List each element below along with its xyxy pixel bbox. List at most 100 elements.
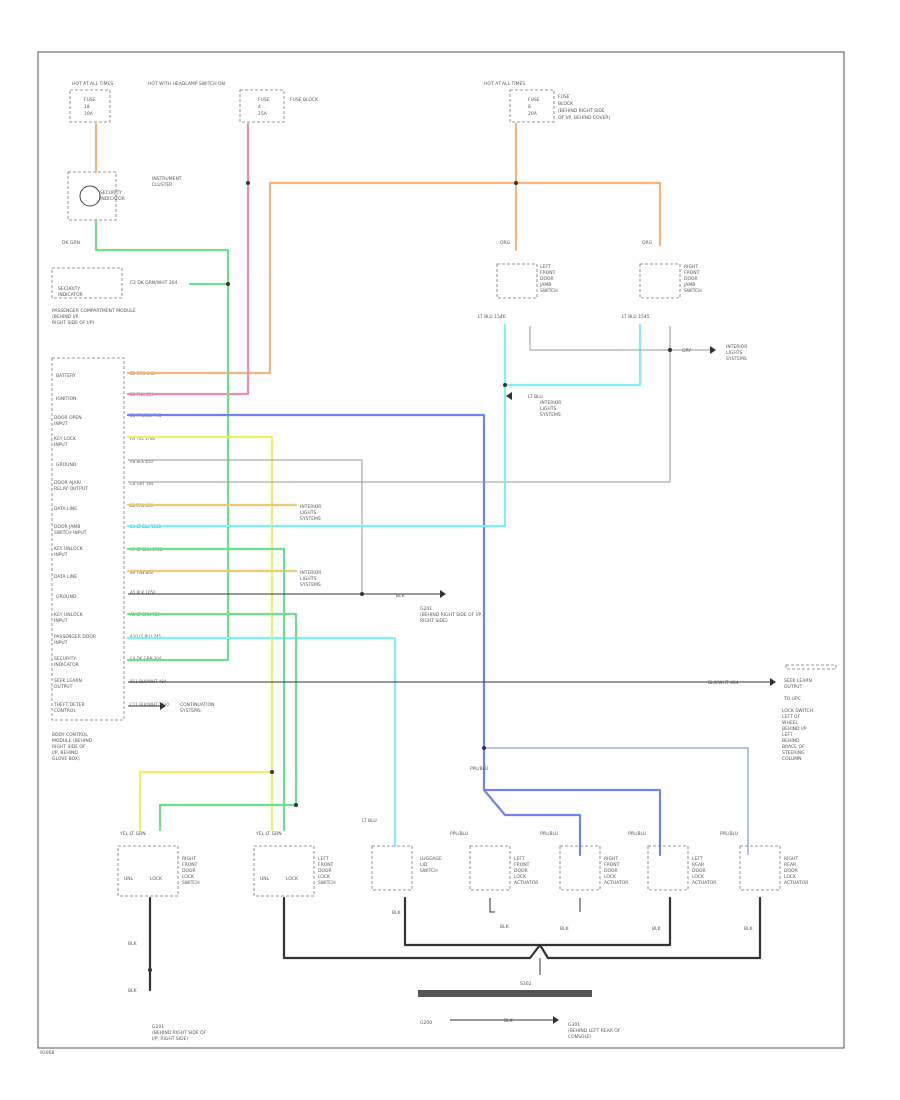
svg-text:BLK/WHT 484: BLK/WHT 484 (708, 680, 739, 686)
svg-text:LEFT: LEFT (318, 856, 329, 862)
luggage-lid-switch: LT BLU LUGGAGE LID SWITCH BLK (362, 818, 442, 916)
right-door-lock-switch: YEL LT GRN UNL LOCK RIGHT FRONT DOOR LOC… (117, 831, 200, 897)
svg-text:20A: 20A (528, 111, 538, 117)
svg-text:DOOR: DOOR (182, 868, 196, 874)
svg-text:LOCK SWITCH: LOCK SWITCH (782, 708, 813, 714)
svg-text:INDICATOR: INDICATOR (100, 196, 125, 202)
svg-text:(BEHIND LEFT REAR OF: (BEHIND LEFT REAR OF (568, 1028, 621, 1034)
svg-text:KEY LOCK: KEY LOCK (54, 436, 77, 442)
bcm-connector: BATTERY IGNITION DOOR OPEN INPUT KEY LOC… (51, 357, 125, 762)
svg-text:PPL/BLU: PPL/BLU (540, 831, 558, 837)
svg-text:SEEK LEARN: SEEK LEARN (784, 678, 812, 684)
wire-orange-battery (126, 181, 662, 375)
svg-text:(BEHIND RIGHT SIDE OF I/P,: (BEHIND RIGHT SIDE OF I/P, (420, 612, 483, 618)
svg-text:A10 LT BLU 745: A10 LT BLU 745 (130, 634, 162, 639)
svg-text:INPUT: INPUT (54, 442, 68, 448)
svg-text:DOOR AJAR/: DOOR AJAR/ (54, 480, 82, 486)
svg-text:OUTPUT: OUTPUT (54, 684, 73, 690)
svg-text:LT BLU: LT BLU (362, 818, 377, 824)
svg-text:RIGHT: RIGHT (182, 856, 196, 862)
left-rear-actuator: PPL/BLU LEFT REAR DOOR LOCK ACTUATOR BLK (628, 831, 716, 932)
svg-text:SWITCH: SWITCH (420, 868, 438, 874)
svg-text:RIGHT SIDE): RIGHT SIDE) (420, 618, 448, 624)
left-door-lock-switch: YEL LT GRN UNL LOCK LEFT FRONT DOOR LOCK… (253, 831, 336, 897)
wire-cyan-door-jamb (126, 323, 642, 528)
svg-text:ACTUATOR: ACTUATOR (784, 880, 808, 886)
svg-text:C8 GRY 164: C8 GRY 164 (130, 481, 154, 486)
svg-text:MODULE (BEHIND: MODULE (BEHIND (52, 738, 93, 744)
svg-text:BLK: BLK (504, 1018, 514, 1024)
svg-text:RELAY OUTPUT: RELAY OUTPUT (54, 486, 88, 492)
svg-text:IGNITION: IGNITION (56, 396, 77, 402)
svg-text:INTERIOR: INTERIOR (300, 570, 321, 576)
svg-text:GRY: GRY (682, 348, 691, 354)
svg-text:DOOR JAMB: DOOR JAMB (54, 524, 80, 530)
svg-text:DATA LINE: DATA LINE (54, 506, 77, 512)
svg-text:OUTPUT: OUTPUT (784, 684, 803, 690)
svg-text:ACTUATOR: ACTUATOR (692, 880, 716, 886)
svg-text:SWITCH: SWITCH (540, 288, 558, 294)
svg-text:(BEHIND RIGHT SIDE OF: (BEHIND RIGHT SIDE OF (152, 1030, 207, 1036)
svg-text:ACTUATOR: ACTUATOR (514, 880, 538, 886)
wire-green-security (94, 218, 230, 662)
svg-text:PPL/BLU: PPL/BLU (720, 831, 738, 837)
svg-text:JAMB: JAMB (539, 282, 551, 288)
svg-text:DK GRN: DK GRN (62, 240, 80, 246)
svg-text:C4 DK GRN 304: C4 DK GRN 304 (130, 656, 162, 661)
wire-green-key-unlock-2 (126, 612, 298, 832)
ground-bus-mid (403, 896, 672, 947)
svg-text:YEL LT GRN: YEL LT GRN (255, 831, 282, 837)
svg-text:ORG: ORG (500, 240, 511, 246)
security-indicator-block: SECURITY INDICATOR PASSENGER COMPARTMENT… (51, 267, 178, 326)
wire-blue-thin-right (484, 747, 749, 855)
svg-text:LOCK: LOCK (182, 874, 195, 880)
svg-text:DOOR: DOOR (604, 868, 618, 874)
svg-text:INDICATOR: INDICATOR (54, 662, 79, 668)
svg-text:A4 YEL 1780: A4 YEL 1780 (130, 436, 156, 441)
svg-text:A8 BLK 650: A8 BLK 650 (130, 459, 154, 464)
svg-text:BLK: BLK (396, 593, 406, 599)
svg-text:UNL: UNL (124, 876, 134, 882)
svg-text:ACTUATOR: ACTUATOR (604, 880, 628, 886)
svg-text:LIGHTS: LIGHTS (300, 576, 316, 582)
wire-gray-ground (128, 459, 363, 594)
svg-text:LIGHTS: LIGHTS (726, 350, 742, 356)
svg-text:BLK: BLK (744, 926, 754, 932)
svg-text:SWITCH: SWITCH (684, 288, 702, 294)
left-front-door-switch: ORG LEFT FRONT DOOR JAMB SWITCH LT BLU 1… (478, 240, 558, 320)
svg-text:REAR: REAR (692, 862, 704, 868)
splice-dots (148, 181, 672, 972)
svg-text:INPUT: INPUT (54, 552, 68, 558)
svg-text:KEY UNLOCK: KEY UNLOCK (54, 612, 84, 618)
right-front-actuator: PPL/BLU RIGHT FRONT DOOR LOCK ACTUATOR B… (540, 831, 628, 932)
instrument-cluster: SECURITY INDICATOR INSTRUMENT CLUSTER DK… (62, 171, 182, 246)
svg-text:BRACE OF: BRACE OF (782, 744, 805, 750)
wire-blue-door-branch (482, 788, 582, 857)
wire-gray-right (529, 326, 710, 351)
svg-text:DOOR OPEN: DOOR OPEN (54, 415, 82, 421)
svg-text:INTERIOR: INTERIOR (726, 344, 747, 350)
svg-text:JAMB: JAMB (683, 282, 695, 288)
svg-text:LEFT: LEFT (540, 264, 551, 270)
svg-text:SECURITY: SECURITY (54, 656, 76, 662)
svg-text:BLK: BLK (500, 924, 510, 930)
svg-text:SWITCH INPUT: SWITCH INPUT (54, 530, 87, 536)
svg-text:BODY CONTROL: BODY CONTROL (52, 732, 88, 738)
svg-text:RIGHT: RIGHT (784, 856, 798, 862)
svg-text:CONSOLE): CONSOLE) (568, 1034, 592, 1040)
svg-text:YEL LT GRN: YEL LT GRN (119, 831, 146, 837)
svg-text:BEHIND I/P: BEHIND I/P (782, 726, 807, 732)
svg-text:LOCK: LOCK (286, 876, 299, 882)
svg-text:SEEK LEARN: SEEK LEARN (54, 678, 82, 684)
svg-text:DOOR: DOOR (784, 868, 798, 874)
svg-text:BEHIND: BEHIND (782, 738, 800, 744)
fuse-instrument-cluster: HOT AT ALL TIMES FUSE 18 10A (69, 81, 113, 123)
svg-text:G201: G201 (152, 1024, 164, 1030)
wire-gray-door-ajar (128, 326, 671, 483)
diagram-code: 93068 (40, 1050, 54, 1056)
svg-text:SYSTEMS: SYSTEMS (180, 708, 201, 714)
svg-text:SYSTEMS: SYSTEMS (726, 356, 747, 362)
svg-text:LIGHTS: LIGHTS (300, 510, 316, 516)
svg-text:INPUT: INPUT (54, 421, 68, 427)
